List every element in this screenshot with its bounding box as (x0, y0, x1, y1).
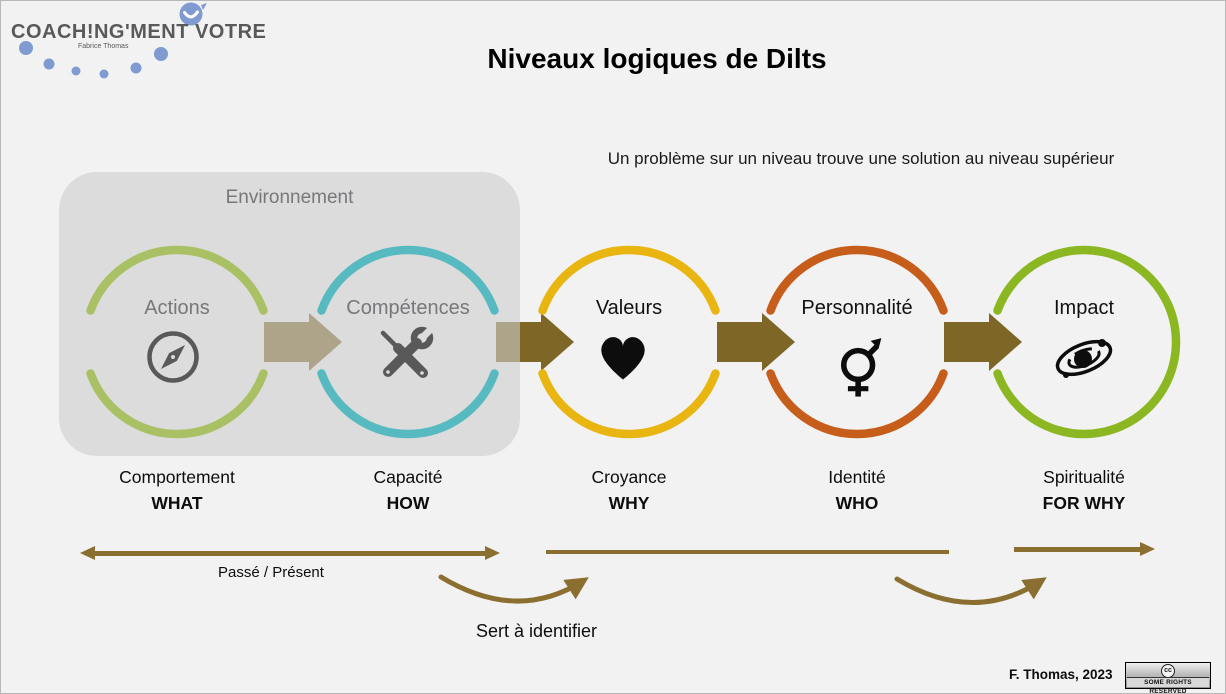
identify-label: Sert à identifier (475, 621, 598, 641)
environment-label: Environnement (225, 187, 354, 208)
level-label-comportement: Comportement WHAT (119, 467, 235, 513)
level-name-personnalite: Personnalité (801, 297, 913, 319)
level-label-identite: Identité WHO (828, 467, 886, 513)
level-ring-impact (993, 245, 1181, 439)
compass-icon (147, 331, 199, 383)
cc-icon: cc (1161, 664, 1175, 678)
timeline-arrowhead-right (485, 546, 500, 560)
galaxy-icon (1055, 339, 1113, 378)
author-credit: F. Thomas, 2023 (1009, 667, 1113, 682)
flow-arrow (944, 313, 1022, 371)
environment-box (59, 172, 520, 456)
level-name-valeurs: Valeurs (595, 297, 663, 319)
level-label-croyance: Croyance WHY (591, 467, 667, 513)
level-name-impact: Impact (1053, 297, 1115, 319)
timeline-arrowhead-left (80, 546, 95, 560)
level-label-capacite: Capacité HOW (373, 467, 443, 513)
level-ring-personnalite (766, 245, 948, 439)
brand-subtitle: Fabrice Thomas (78, 43, 129, 50)
logo-dots-icon (19, 2, 207, 79)
gender-icon (840, 338, 882, 397)
level-name-competences: Compétences (346, 297, 470, 319)
license-badge: cc SOME RIGHTS RESERVED (1125, 662, 1211, 693)
future-arrowhead (1140, 542, 1155, 556)
level-name-actions: Actions (144, 297, 210, 319)
level-label-spiritualite: Spiritualité FOR WHY (1042, 467, 1126, 513)
heart-icon (601, 337, 645, 380)
brand-name: COACH!NG'MENT VOTRE (11, 21, 267, 43)
curved-arrow-icon (438, 574, 589, 604)
timeline-past-arrow (93, 551, 485, 556)
subtitle: Un problème sur un niveau trouve une sol… (607, 149, 1115, 168)
level-ring-competences (317, 245, 499, 439)
flow-arrow (717, 313, 795, 371)
curved-arrow-icon (894, 576, 1047, 605)
timeline-future-arrow (1014, 547, 1140, 552)
level-ring-actions (86, 245, 268, 439)
tools-icon (380, 323, 437, 378)
page-title: Niveaux logiques de Dilts (487, 43, 827, 74)
past-present-label: Passé / Présent (218, 564, 324, 581)
level-ring-valeurs (538, 245, 720, 439)
timeline-middle-line (546, 550, 949, 554)
license-text: SOME RIGHTS RESERVED (1127, 677, 1209, 693)
